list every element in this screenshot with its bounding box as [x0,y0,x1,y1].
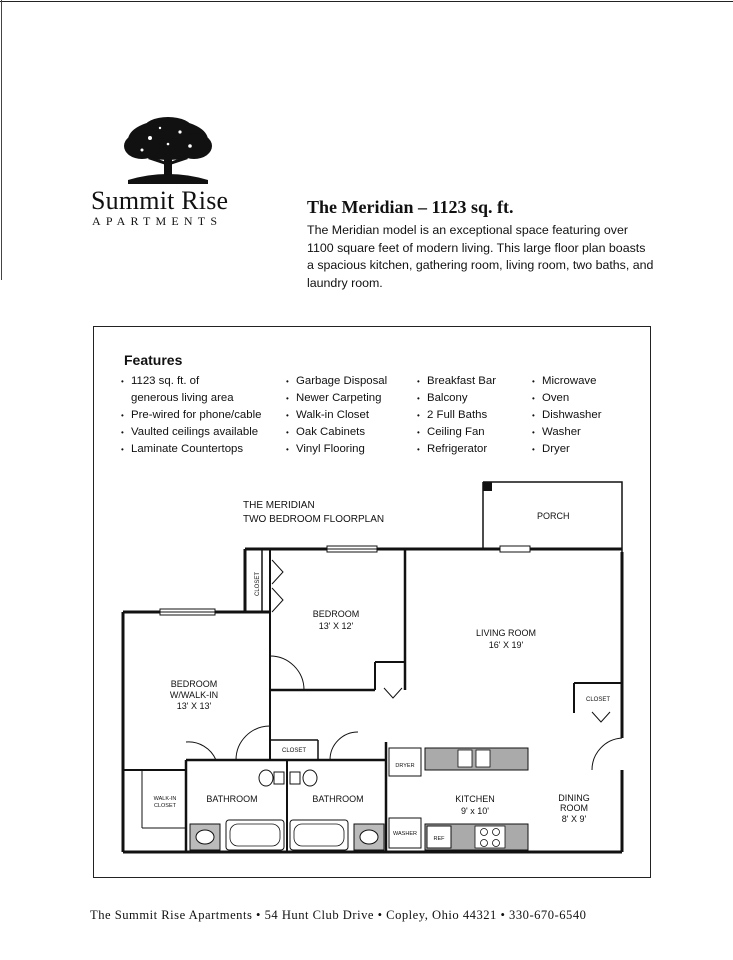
refrigerator-label: REF [434,836,446,842]
feature-item: Oven [532,390,602,407]
washer-label: WASHER [393,831,417,837]
floorplan-frame [93,326,651,878]
feature-item: Refrigerator [417,441,496,458]
feature-item: Oak Cabinets [286,424,387,441]
feature-item: Dryer [532,441,602,458]
features-heading: Features [124,352,183,368]
feature-item: Microwave [532,373,602,390]
bathroom2-label: BATHROOM [312,794,363,804]
feature-item: Newer Carpeting [286,390,387,407]
feature-item: 2 Full Baths [417,407,496,424]
bedroom2-label: BEDROOM [171,679,218,689]
bedroom1-size: 13' X 12' [319,621,354,631]
feature-item: Garbage Disposal [286,373,387,390]
brand-name: Summit Rise [91,186,229,215]
walkin-closet-label-2: CLOSET [154,803,177,809]
kitchen-size: 9' x 10' [461,806,489,816]
bedroom2-size: 13' X 13' [177,701,212,711]
left-edge-rule [1,0,2,280]
listing-title: The Meridian – 1123 sq. ft. [307,197,514,217]
feature-item: Laminate Countertops [121,441,261,458]
features-column-3: Breakfast Bar Balcony 2 Full Baths Ceili… [417,373,496,458]
porch-label: PORCH [537,511,570,521]
tree-logo-icon [124,117,212,184]
features-column-1: 1123 sq. ft. of generous living area Pre… [121,373,261,458]
listing-description: The Meridian model is an exceptional spa… [307,223,654,290]
living-room-size: 16' X 19' [489,640,524,650]
floorplan-caption-1: THE MERIDIAN [243,500,315,511]
walkin-closet-label-1: WALK-IN [154,796,177,802]
living-closet-label: CLOSET [586,697,610,703]
floorplan-caption-2: TWO BEDROOM FLOORPLAN [243,514,384,525]
feature-item: Ceiling Fan [417,424,496,441]
bathroom1-label: BATHROOM [206,794,257,804]
kitchen-label: KITCHEN [455,794,495,804]
features-column-4: Microwave Oven Dishwasher Washer Dryer [532,373,602,458]
feature-item: Walk-in Closet [286,407,387,424]
top-rule [0,1,733,2]
hall-closet-label: CLOSET [282,748,306,754]
feature-item: Vinyl Flooring [286,441,387,458]
feature-item: Dishwasher [532,407,602,424]
dryer-label: DRYER [395,763,414,769]
dining-label-2: ROOM [560,803,588,813]
feature-item: Washer [532,424,602,441]
closet-vertical-label: CLOSET [255,572,261,596]
brand-subtitle: APARTMENTS [92,214,223,228]
dining-label-1: DINING [558,793,590,803]
features-column-2: Garbage Disposal Newer Carpeting Walk-in… [286,373,387,458]
bedroom1-label: BEDROOM [313,609,360,619]
feature-item: Pre-wired for phone/cable [121,407,261,424]
living-room-label: LIVING ROOM [476,628,536,638]
feature-item: Vaulted ceilings available [121,424,261,441]
feature-item: 1123 sq. ft. of [121,373,261,390]
bedroom2-sublabel: W/WALK-IN [170,690,218,700]
footer-address: The Summit Rise Apartments • 54 Hunt Clu… [90,908,587,922]
feature-item: Breakfast Bar [417,373,496,390]
feature-item: Balcony [417,390,496,407]
feature-item: generous living area [131,392,234,404]
dining-size: 8' X 9' [562,814,587,824]
